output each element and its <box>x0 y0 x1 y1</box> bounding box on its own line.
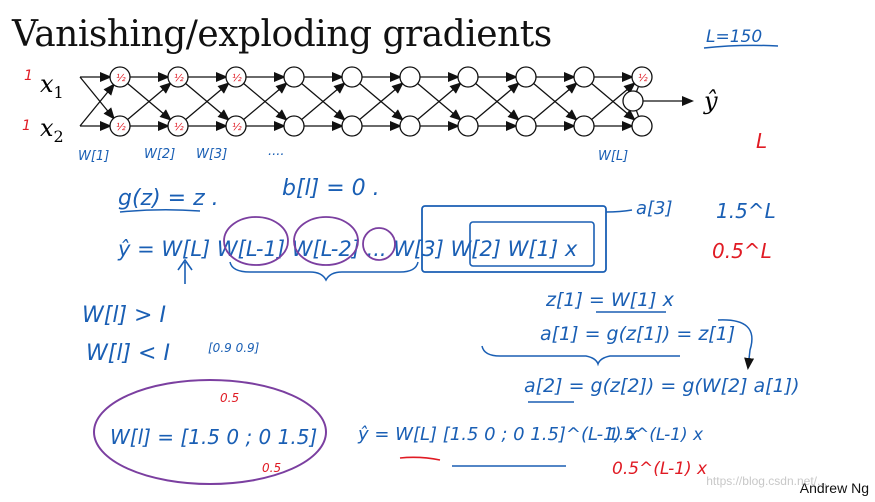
output-yhat-label: ŷ <box>703 87 718 115</box>
matrix-half-red-top: 0.5 <box>220 391 239 405</box>
node-red-annotation: ½ <box>116 121 126 133</box>
circle-dots <box>362 227 396 261</box>
node-red-annotation: ½ <box>638 72 648 84</box>
a3-label: a[3] <box>636 198 673 219</box>
a3-pointer-line <box>605 209 633 213</box>
a2-equation: a[2] = g(z[2]) = g(W[2] a[1]) <box>524 375 800 397</box>
exp-shrink-power-note: 0.5^(L-1) x <box>612 459 708 479</box>
exp-growth-power-note: 1.5^(L-1) x <box>608 425 704 445</box>
a1-equation: a[1] = g(z[1]) = z[1] <box>540 323 735 345</box>
input-one-mark: 1 <box>22 118 31 134</box>
circled-weight-matrix <box>93 379 327 485</box>
hidden-node <box>283 115 305 137</box>
hidden-node <box>283 66 305 88</box>
a3-box-outer <box>421 205 607 273</box>
author-credit: Andrew Ng <box>799 480 869 496</box>
a1-underbrace <box>481 345 680 367</box>
weight-label-wl: W[L] <box>598 149 628 164</box>
hidden-node <box>341 115 363 137</box>
linear-activation-underline <box>119 208 201 213</box>
red-l-mark: L <box>756 129 767 153</box>
input-one-mark: 1 <box>24 68 33 84</box>
yhat-power-underline <box>399 456 441 461</box>
network-edge <box>475 82 520 121</box>
matrix-half-red-bottom: 0.5 <box>262 461 281 475</box>
node-red-annotation: ½ <box>116 72 126 84</box>
output-node <box>622 90 644 112</box>
network-edge <box>635 86 640 92</box>
network-edge <box>591 82 636 121</box>
hidden-node <box>457 115 479 137</box>
product-underbrace <box>229 261 419 282</box>
hidden-node <box>573 66 595 88</box>
z1-equation: z[1] = W[1] x <box>545 289 675 311</box>
network-edge <box>185 82 230 121</box>
hidden-node <box>109 115 131 137</box>
yhat-product-equation: ŷ = W[L] W[L-1] W[L-2] ... W[3] W[2] W[1… <box>117 237 578 261</box>
network-edge <box>359 82 404 121</box>
node-red-annotation: ½ <box>232 72 242 84</box>
weight-label-dots: .... <box>268 144 285 159</box>
yhat-up-arrow <box>177 258 193 284</box>
network-edge <box>79 76 115 120</box>
node-red-annotation: ½ <box>174 121 184 133</box>
layer-count-annotation: L=150 <box>706 27 762 47</box>
network-edge <box>301 82 346 121</box>
hidden-node <box>225 66 247 88</box>
network-edge <box>127 82 172 121</box>
hidden-node <box>573 115 595 137</box>
a3-box-inner <box>469 221 595 267</box>
weight-matrix-equation: W[l] = [1.5 0 ; 0 1.5] <box>110 425 317 449</box>
node-red-annotation: ½ <box>174 72 184 84</box>
yhat-power-equation: ŷ = W[L] [1.5 0 ; 0 1.5]^(L-1) x <box>357 424 638 445</box>
input-x2-label: x2 <box>40 114 64 146</box>
hidden-node <box>341 66 363 88</box>
linear-activation-note: g(z) = z . <box>118 186 219 211</box>
a1-connector <box>717 319 755 370</box>
network-edge <box>79 83 115 127</box>
watermark: https://blog.csdn.net/... <box>706 474 827 488</box>
circle-w-l-1 <box>223 216 289 266</box>
hidden-node <box>399 66 421 88</box>
hidden-node <box>631 66 653 88</box>
hidden-node <box>167 66 189 88</box>
neural-network-diagram: ½ ½ ½ ½ ½ ½ ½ <box>79 66 694 137</box>
network-edge <box>635 110 640 117</box>
slide-title: Vanishing/exploding gradients <box>12 14 552 55</box>
hidden-node <box>631 115 653 137</box>
weights-greater-identity: W[l] > I <box>82 303 166 328</box>
weight-label-w2: W[2] <box>144 147 175 162</box>
hidden-node <box>225 115 247 137</box>
layer-count-underline <box>703 44 779 49</box>
hidden-node <box>399 115 421 137</box>
hidden-node <box>457 66 479 88</box>
hidden-node <box>109 66 131 88</box>
circle-w-l-2 <box>293 216 359 266</box>
network-edge <box>243 82 288 121</box>
small-matrix-values: [0.9 0.9] <box>208 341 260 355</box>
network-edge <box>533 82 578 121</box>
input-x1-label: x1 <box>40 70 64 102</box>
network-edge <box>417 82 462 121</box>
weights-less-identity: W[l] < I <box>86 341 170 366</box>
exp-shrink-note: 0.5^L <box>712 239 772 263</box>
weight-label-w1: W[1] <box>78 149 109 164</box>
hidden-node <box>515 115 537 137</box>
weight-label-w3: W[3] <box>196 147 227 162</box>
bias-zero-note: b[l] = 0 . <box>282 176 380 201</box>
hidden-node <box>515 66 537 88</box>
exp-growth-note: 1.5^L <box>716 199 776 223</box>
hidden-node <box>167 115 189 137</box>
node-red-annotation: ½ <box>232 121 242 133</box>
